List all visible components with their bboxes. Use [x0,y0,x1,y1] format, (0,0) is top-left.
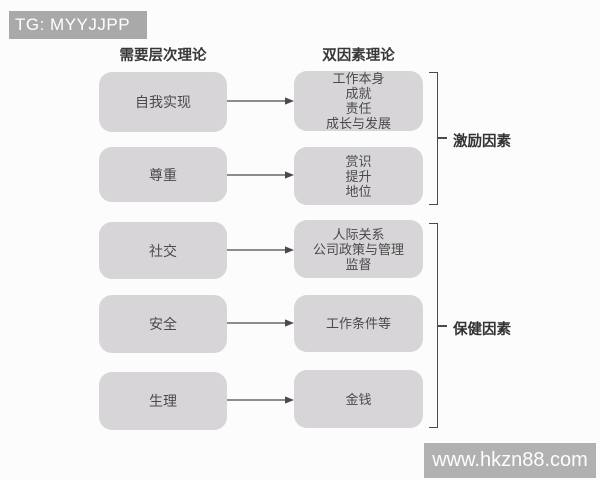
bracket-motivation-tick [438,137,447,139]
watermark-telegram: TG: MYYJJPP [9,11,147,39]
right-column-header: 双因素理论 [322,48,395,64]
left-column-header: 需要层次理论 [119,48,207,64]
factor-box-hygiene-3: 金钱 [294,370,423,428]
flow-arrow-4 [227,319,294,327]
factor-line: 责任 [345,101,372,116]
bracket-hygiene-factors [429,223,438,428]
flow-arrow-3 [227,246,294,254]
factor-line: 提升 [345,168,372,184]
factor-line: 工作条件等 [325,316,391,331]
factor-line: 赏识 [345,153,372,169]
bracket-hygiene-tick [438,325,447,327]
factor-line: 成长与发展 [325,116,391,131]
factor-line: 工作本身 [332,71,385,86]
flow-arrow-1 [227,97,294,105]
factor-box-motivators-2: 赏识 提升 地位 [294,147,423,205]
factor-line: 成就 [345,86,372,101]
need-box-self-actualization: 自我实现 [99,72,227,132]
flow-arrow-5 [227,396,294,404]
factor-line: 监督 [345,256,372,272]
bracket-motivation-factors [429,72,438,205]
factor-line: 公司政策与管理 [312,241,404,257]
factor-box-motivators-1: 工作本身 成就 责任 成长与发展 [294,71,423,131]
factor-line: 金钱 [345,391,372,407]
factor-box-hygiene-2: 工作条件等 [294,295,423,352]
need-box-social: 社交 [99,222,227,279]
label-hygiene-factors: 保健因素 [453,322,511,338]
need-box-esteem: 尊重 [99,147,227,202]
factor-box-hygiene-1: 人际关系 公司政策与管理 监督 [294,220,423,278]
label-motivation-factors: 激励因素 [453,134,511,150]
factor-line: 人际关系 [332,226,385,242]
need-box-physiological: 生理 [99,372,227,430]
watermark-website: www.hkzn88.com [424,443,596,478]
flow-arrow-2 [227,171,294,179]
need-box-safety: 安全 [99,295,227,353]
factor-line: 地位 [345,183,372,199]
